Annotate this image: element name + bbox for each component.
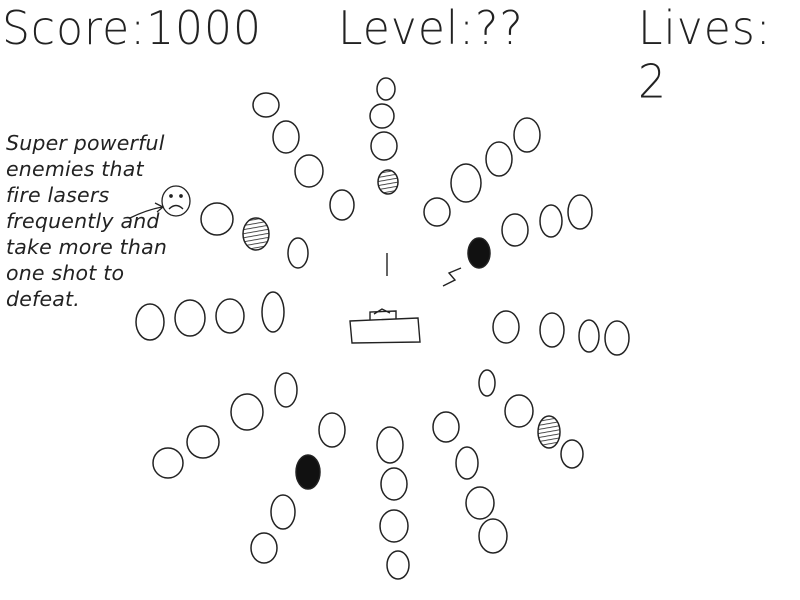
hud-lives: Lives:2 xyxy=(638,2,800,109)
enemy-ship xyxy=(329,189,355,221)
enemy-ship xyxy=(539,312,565,348)
enemy-ship xyxy=(513,117,541,153)
enemy-ship xyxy=(455,446,479,480)
enemy-ship xyxy=(174,299,206,337)
enemy-laser-bolt xyxy=(442,267,462,287)
annotation-line: one shot to xyxy=(6,261,125,285)
enemy-ship xyxy=(492,310,520,344)
annotation-line: frequently and xyxy=(6,209,160,233)
annotation-line: enemies that xyxy=(6,157,144,181)
enemy-ship xyxy=(465,486,495,520)
enemy-ship xyxy=(379,509,409,543)
enemy-ship xyxy=(380,467,408,501)
enemy-ship xyxy=(152,447,184,479)
enemy-ship xyxy=(135,303,165,341)
enemy-ship xyxy=(560,439,584,469)
enemy-ship xyxy=(478,518,508,554)
level-label: Level: xyxy=(338,2,475,56)
enemy-ship xyxy=(539,204,563,238)
annotation-line: fire lasers xyxy=(6,183,110,207)
enemy-ship xyxy=(215,298,245,334)
enemy-ship xyxy=(567,194,593,230)
enemy-ship xyxy=(504,394,534,428)
enemy-ship xyxy=(386,550,410,580)
enemy-ship xyxy=(274,372,298,408)
enemy-ship xyxy=(272,120,300,154)
powerful-enemy-ship xyxy=(295,454,321,490)
annotation-line: defeat. xyxy=(6,287,80,311)
enemy-ship xyxy=(318,412,346,448)
hud-level: Level:?? xyxy=(338,2,524,56)
enemy-ship xyxy=(270,494,296,530)
enemy-ship xyxy=(261,291,285,333)
damaged-enemy-ship xyxy=(377,169,399,195)
lives-value: 2 xyxy=(638,55,667,110)
score-value: 1000 xyxy=(146,2,263,56)
enemy-ship xyxy=(376,426,404,464)
enemy-ship xyxy=(432,411,460,443)
enemy-ship xyxy=(186,425,220,459)
enemy-ship xyxy=(604,320,630,356)
powerful-enemy-ship xyxy=(467,237,491,269)
enemy-ship xyxy=(485,141,513,177)
enemy-ship xyxy=(423,197,451,227)
annotation-line: Super powerful xyxy=(6,131,165,155)
enemy-ship xyxy=(252,92,280,118)
enemy-ship xyxy=(250,532,278,564)
enemy-ship xyxy=(376,77,396,101)
lives-label: Lives: xyxy=(638,2,772,56)
enemy-ship xyxy=(369,103,395,129)
enemy-ship xyxy=(450,163,482,203)
hud-score: Score:1000 xyxy=(2,2,262,56)
player-ship xyxy=(349,308,421,344)
enemy-annotation: Super powerful enemies that fire lasers … xyxy=(6,130,206,312)
enemy-ship xyxy=(370,131,398,161)
score-label: Score: xyxy=(2,2,147,56)
damaged-enemy-ship xyxy=(242,217,270,251)
level-value: ?? xyxy=(474,2,524,56)
enemy-ship xyxy=(501,213,529,247)
enemy-ship xyxy=(230,393,264,431)
enemy-ship xyxy=(287,237,309,269)
enemy-formation xyxy=(135,77,630,580)
enemy-ship xyxy=(294,154,324,188)
annotation-line: take more than xyxy=(6,235,168,259)
enemy-ship xyxy=(200,202,234,236)
enemy-ship xyxy=(478,369,496,397)
enemy-ship xyxy=(578,319,600,353)
damaged-enemy-ship xyxy=(537,415,561,449)
